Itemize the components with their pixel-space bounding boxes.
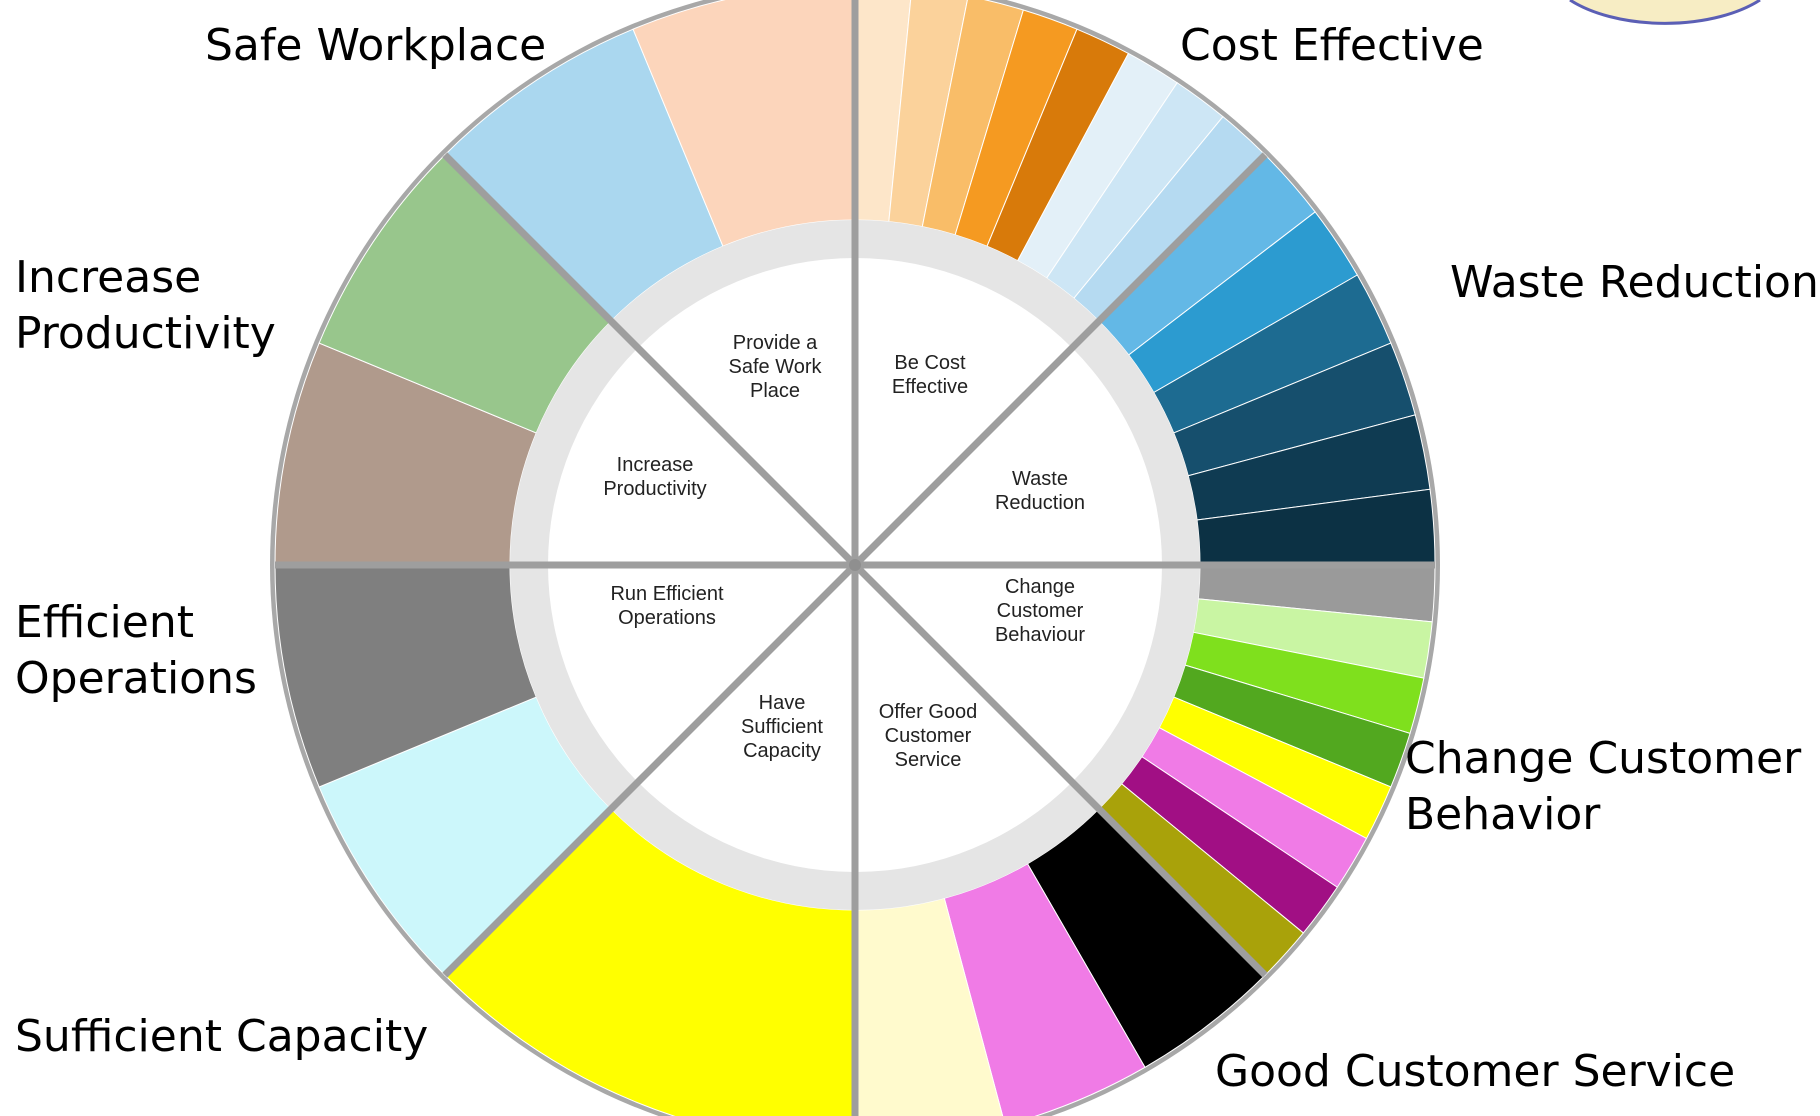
inner-label-capacity-line-3: Capacity <box>743 740 821 762</box>
outer-label-productivity-line-2: Productivity <box>15 308 276 359</box>
outer-label-capacity: Sufficient Capacity <box>15 1011 428 1062</box>
inner-label-customer-service-line-1: Offer Good <box>879 701 978 723</box>
inner-label-customer-service-line-2: Customer <box>885 725 972 747</box>
corner-ellipse-fragment <box>1569 0 1761 25</box>
inner-label-customer-service-line-3: Service <box>895 749 962 771</box>
outer-label-waste-line-1: Waste Reduction <box>1450 257 1819 308</box>
outer-label-cost: Cost Effective <box>1180 20 1484 71</box>
spoke-2 <box>852 152 1268 568</box>
hub <box>849 559 861 571</box>
outer-label-operations-line-1: Efficient <box>15 597 194 648</box>
wheel-spokes <box>275 0 1435 1116</box>
inner-label-waste-line-2: Reduction <box>995 492 1085 514</box>
inner-label-productivity-line-1: Increase <box>617 454 694 476</box>
outer-label-capacity-line-1: Sufficient Capacity <box>15 1011 428 1062</box>
inner-label-safety-line-2: Safe Work <box>729 356 823 378</box>
inner-label-safety-line-1: Provide a <box>733 332 818 354</box>
inner-label-productivity-line-2: Productivity <box>603 478 706 500</box>
inner-label-customer-behaviour-line-2: Customer <box>997 600 1084 622</box>
outer-label-operations-line-2: Operations <box>15 653 257 704</box>
outer-label-customer-behaviour-line-2: Behavior <box>1405 789 1601 840</box>
spoke-8 <box>442 152 858 568</box>
inner-label-operations-line-2: Operations <box>618 607 716 629</box>
outer-label-safety-line-1: Safe Workplace <box>205 20 546 71</box>
outer-label-customer-service: Good Customer Service <box>1215 1046 1735 1097</box>
inner-label-capacity-line-2: Sufficient <box>741 716 823 738</box>
outer-wedge-ring <box>274 0 1436 1116</box>
inner-label-cost-line-2: Effective <box>892 376 968 398</box>
inner-label-cost-line-1: Be Cost <box>894 352 966 374</box>
outer-label-safety: Safe Workplace <box>205 20 546 71</box>
outer-label-customer-behaviour-line-1: Change Customer <box>1405 733 1802 784</box>
inner-label-operations-line-1: Run Efficient <box>610 583 723 605</box>
inner-label-capacity-line-1: Have <box>759 692 806 714</box>
spoke-6 <box>442 562 858 978</box>
outer-label-cost-line-1: Cost Effective <box>1180 20 1484 71</box>
inner-label-customer-behaviour-line-3: Behaviour <box>995 624 1085 646</box>
spoke-4 <box>852 562 1268 978</box>
outer-label-waste: Waste Reduction <box>1450 257 1819 308</box>
outer-label-productivity-line-1: Increase <box>15 252 201 303</box>
inner-label-customer-behaviour-line-1: Change <box>1005 576 1075 598</box>
inner-label-safety-line-3: Place <box>750 380 800 402</box>
outer-label-customer-service-line-1: Good Customer Service <box>1215 1046 1735 1097</box>
inner-label-waste-line-1: Waste <box>1012 468 1068 490</box>
